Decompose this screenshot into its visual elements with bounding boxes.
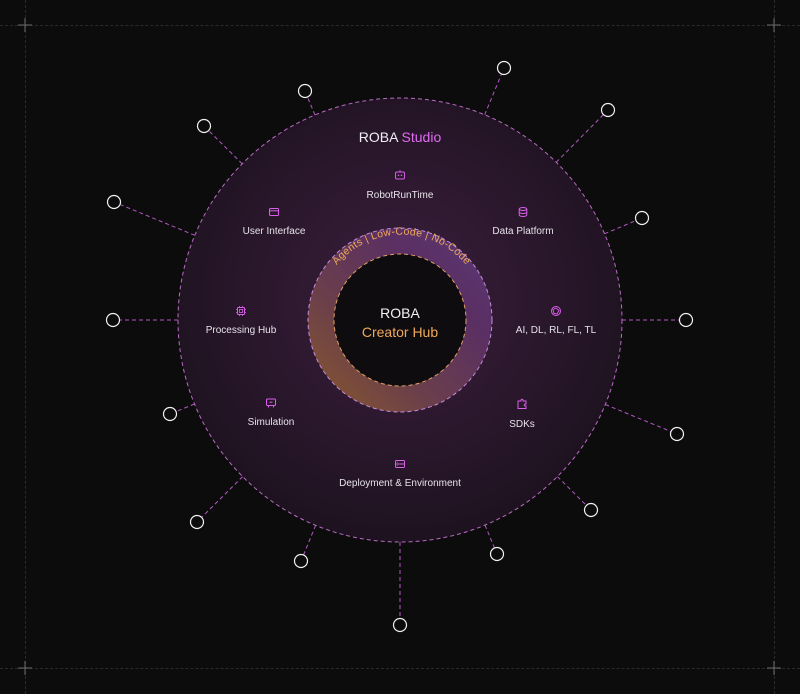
endpoint-node: [489, 546, 505, 562]
module-label-data-platform: Data Platform: [492, 226, 554, 237]
connector-line: [303, 525, 317, 555]
connector-line: [484, 74, 502, 115]
module-label-ai: AI, DL, RL, FL, TL: [515, 325, 597, 336]
endpoint-node: [162, 406, 178, 422]
cpu-icon: [235, 304, 247, 316]
module-label-simulation: Simulation: [247, 417, 295, 428]
endpoint-node: [105, 312, 121, 328]
studio-title: ROBA Studio: [358, 129, 442, 145]
endpoint-node: [678, 312, 694, 328]
module-label-sdks: SDKs: [509, 419, 535, 430]
simulation-icon: [265, 396, 277, 408]
endpoint-node: [583, 502, 599, 518]
hub-core: [333, 253, 467, 387]
connector-line: [120, 204, 195, 236]
module-label-user-interface: User Interface: [242, 226, 306, 237]
connector-line: [176, 403, 195, 412]
module-label-robotruntime: RobotRunTime: [366, 190, 434, 201]
hub-title: ROBA Creator Hub: [361, 305, 439, 340]
network-icon: [550, 304, 562, 316]
module-label-deployment: Deployment & Environment: [339, 478, 461, 489]
endpoint-node: [196, 118, 212, 134]
connector-line: [484, 524, 495, 548]
endpoint-node: [600, 102, 616, 118]
endpoint-node: [669, 426, 685, 442]
server-icon: [394, 457, 406, 469]
endpoint-node: [634, 210, 650, 226]
endpoint-node: [293, 553, 309, 569]
connector-line: [605, 404, 671, 432]
endpoint-node: [496, 60, 512, 76]
endpoint-node: [106, 194, 122, 210]
connector-line: [604, 220, 636, 235]
endpoint-node: [297, 83, 313, 99]
endpoint-node: [189, 514, 205, 530]
connector-line: [555, 114, 604, 163]
frame-line-left: [25, 0, 26, 694]
connector-line: [208, 130, 243, 165]
connector-line: [307, 97, 316, 116]
endpoint-node: [392, 617, 408, 633]
corner-plus-icon: [767, 661, 781, 675]
corner-plus-icon: [767, 18, 781, 32]
connector-spokes: [120, 74, 679, 618]
corner-plus-icon: [18, 18, 32, 32]
outer-nodes: [105, 60, 694, 633]
robot-icon: [394, 168, 406, 180]
database-icon: [517, 205, 529, 218]
module-label-processing-hub: Processing Hub: [205, 325, 277, 336]
puzzle-icon: [516, 397, 528, 409]
connector-line: [557, 476, 587, 506]
window-icon: [268, 205, 280, 217]
frame-line-right: [774, 0, 775, 694]
frame-line-bottom: [0, 668, 800, 669]
corner-plus-icon: [18, 661, 32, 675]
frame-line-top: [0, 25, 800, 26]
connector-line: [201, 476, 243, 518]
